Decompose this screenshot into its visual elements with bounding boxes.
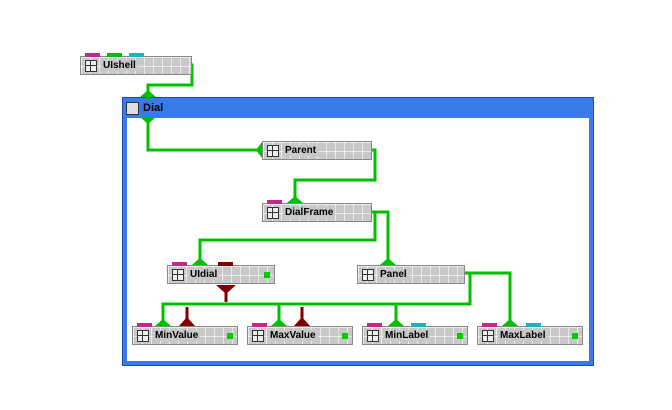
window-icon: [126, 102, 139, 115]
node-uidial[interactable]: UIdial: [167, 262, 275, 284]
node-dialframe[interactable]: DialFrame: [262, 200, 372, 222]
wire-panel-maxlabel: [465, 271, 512, 326]
wire-dial-parent: [146, 117, 262, 152]
node-icon: [267, 145, 279, 157]
node-parent[interactable]: Parent: [262, 141, 372, 160]
wire-parent-dialframe: [293, 148, 377, 203]
node-icon: [367, 330, 379, 342]
node-minvalue[interactable]: MinValue: [132, 323, 238, 345]
node-maxvalue[interactable]: MaxValue: [247, 323, 353, 345]
node-icon: [482, 330, 494, 342]
window-title: Dial: [143, 102, 164, 114]
node-panel[interactable]: Panel: [357, 265, 465, 284]
node-icon: [85, 60, 97, 72]
node-minlabel[interactable]: MinLabel: [362, 323, 468, 345]
node-icon: [252, 330, 264, 342]
node-uishell[interactable]: UIshell: [80, 53, 192, 75]
wire-dialframe-uidial: [198, 210, 377, 265]
node-icon: [362, 269, 374, 281]
node-icon: [172, 269, 184, 281]
node-maxlabel[interactable]: MaxLabel: [477, 323, 583, 345]
wire-dialframe-panel: [375, 210, 390, 265]
node-icon: [267, 207, 279, 219]
node-icon: [137, 330, 149, 342]
